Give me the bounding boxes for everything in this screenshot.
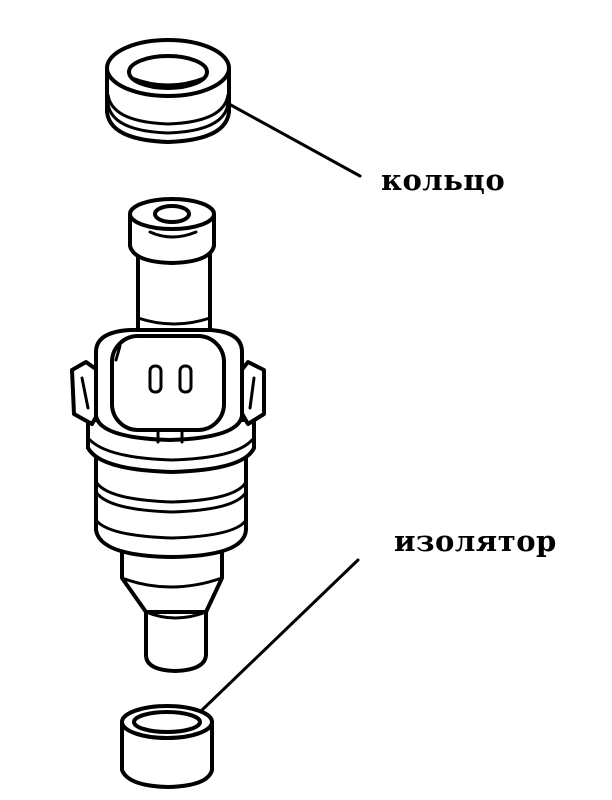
ring-label: кольцо [381,163,506,197]
ring-leader-line [227,102,362,178]
insulator-part [120,704,214,789]
insulator-label: изолятор [394,524,557,558]
insulator-leader-line [198,558,360,714]
o-ring-part [105,38,231,144]
fuel-injector-part [70,197,266,673]
